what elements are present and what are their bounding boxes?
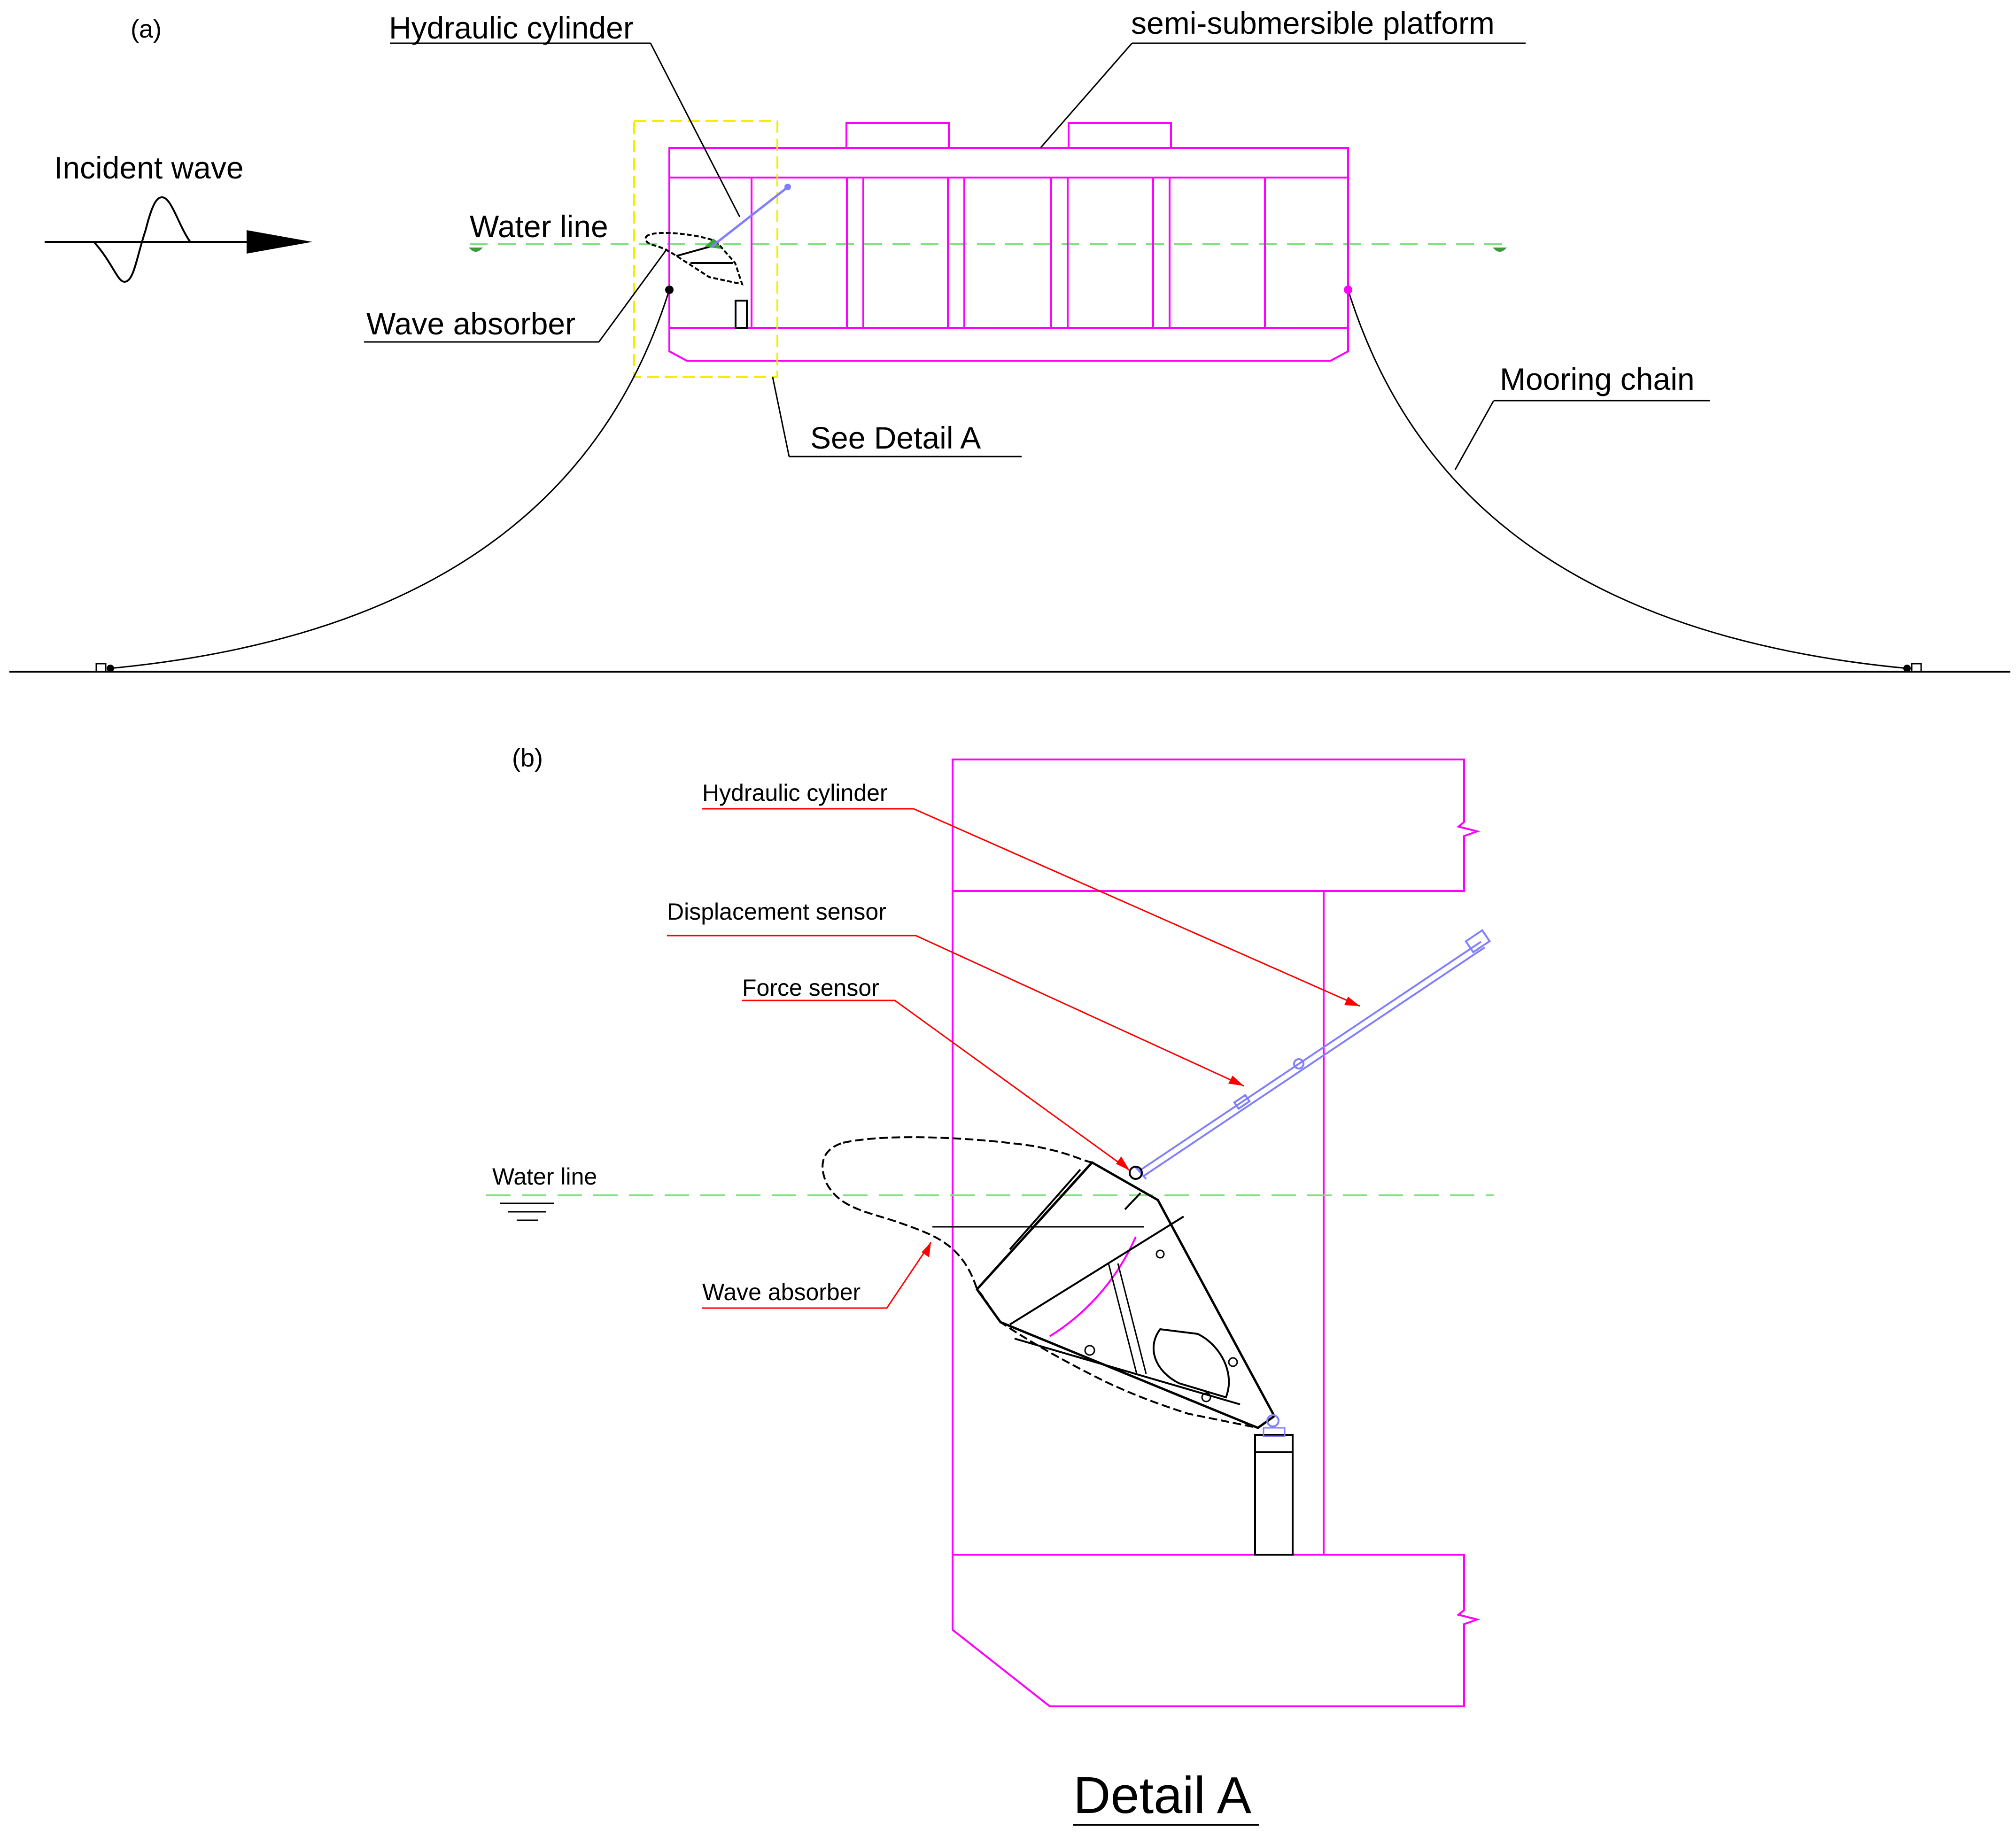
platform-label: semi-submersible platform (1131, 6, 1495, 40)
detail-a-title: Detail A (1073, 1766, 1252, 1824)
anchor-left (95, 663, 107, 673)
leaders-a (364, 42, 1710, 470)
wave-absorber-label-b: Wave absorber (702, 1279, 861, 1305)
displacement-sensor-label: Displacement sensor (667, 899, 886, 925)
water-line-marker-left (469, 248, 483, 252)
panel-a-tag: (a) (131, 15, 162, 43)
force-sensor-mark (1129, 1166, 1143, 1180)
hydraulic-cylinder-label-b: Hydraulic cylinder (702, 780, 888, 806)
wave-absorber-detail (822, 1136, 1294, 1556)
leaders-b (667, 808, 1360, 1309)
water-line-label-a: Water line (470, 209, 608, 244)
detail-a-box (633, 120, 778, 378)
wave-arrow-head (247, 230, 312, 254)
anchor-right (1911, 663, 1922, 673)
water-line-label-b: Water line (492, 1163, 597, 1190)
incident-wave-label: Incident wave (54, 150, 244, 185)
panel-b-tag: (b) (512, 744, 543, 772)
water-line-marker-right (1493, 248, 1507, 252)
fairlead-left (665, 286, 674, 294)
absorber-hinge-mark (705, 239, 721, 249)
platform-section (952, 759, 1481, 1707)
panel-a: (a) Incident wave Water line (9, 6, 2010, 673)
hydraulic-cylinder-small (711, 187, 788, 248)
water-line-symbol (500, 1202, 554, 1221)
panel-b: (b) Water line (486, 744, 1494, 1826)
cylinder-end-dot (784, 184, 791, 190)
hydraulic-cylinder-detail (1133, 929, 1491, 1180)
semi-submersible-platform (668, 122, 1349, 362)
wave-sine-curve (93, 196, 191, 283)
fairlead-right (1344, 286, 1352, 294)
anchor-right-dot (1903, 665, 1911, 672)
hinge-joint-bottom (1266, 1414, 1279, 1427)
hydraulic-cylinder-label-a: Hydraulic cylinder (389, 10, 634, 45)
mooring-chain-label: Mooring chain (1500, 362, 1695, 396)
mooring-chain-left (110, 289, 670, 669)
incident-wave-symbol: Incident wave (45, 150, 312, 283)
leader-arrowheads (922, 997, 1360, 1257)
see-detail-label: See Detail A (810, 420, 981, 455)
wave-absorber-label-a: Wave absorber (366, 306, 575, 341)
hinge-bracket (1263, 1427, 1286, 1437)
mooring-chain-right (1347, 289, 1907, 669)
anchor-left-dot (107, 665, 114, 672)
force-sensor-label: Force sensor (742, 975, 879, 1001)
